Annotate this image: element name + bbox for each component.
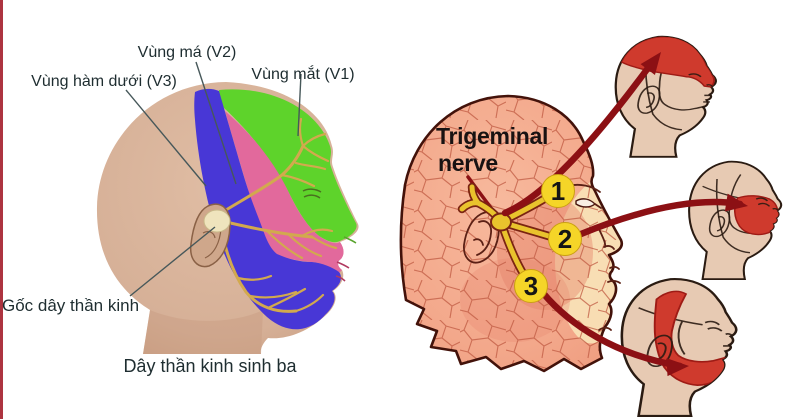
- left-caption-text: Dây thần kinh sinh ba: [123, 356, 297, 376]
- badge-1-number: 1: [551, 176, 565, 206]
- eye-detail: [302, 188, 322, 199]
- v1-pointer-line: [297, 73, 302, 137]
- v3-jaw-region: [194, 88, 341, 330]
- small-ear-icon: [646, 334, 674, 368]
- neck-shadow: [143, 310, 263, 354]
- nerve-root-pointer-line: [129, 226, 216, 297]
- nerve-root-ganglion: [203, 209, 231, 233]
- title-line1: Trigeminal: [436, 123, 548, 149]
- arrow-to-v3: [539, 289, 684, 370]
- arrowhead-v1-icon: [640, 52, 661, 75]
- big-head-face-features: [567, 183, 621, 331]
- arrow-to-v1: [501, 64, 652, 217]
- v1-eye-region: [219, 89, 357, 243]
- badge-3-number: 3: [524, 271, 538, 301]
- small-head-v3: [620, 277, 738, 418]
- right-nerve-branches: [457, 182, 557, 280]
- nerve-root-label: Gốc dây thần kinh: [2, 296, 139, 315]
- arrow-to-v2: [577, 198, 744, 238]
- right-illustration: Trigeminal nerve: [399, 35, 783, 418]
- nose-mouth-detail: [335, 261, 350, 282]
- branch-arrows: [501, 52, 748, 377]
- v2-region-label: Vùng má (V2): [138, 44, 237, 61]
- badge-3-circle: [514, 269, 548, 303]
- v1-region-label: Vùng mắt (V1): [251, 64, 354, 83]
- arrowhead-v3-icon: [666, 358, 689, 377]
- small-head-v1: [614, 35, 717, 158]
- title-line2: nerve: [438, 150, 498, 176]
- label-pointers: [125, 61, 302, 297]
- v3-pointer-line: [125, 89, 207, 187]
- arrowhead-v2-icon: [724, 193, 748, 212]
- left-edge-artifact: [0, 0, 3, 419]
- v2-pointer-line: [195, 61, 237, 185]
- small-ear-icon: [708, 209, 731, 238]
- badge-2-circle: [548, 222, 582, 256]
- badge-2-number: 2: [558, 224, 572, 254]
- nostril-detail: [343, 236, 357, 244]
- v2-cheek-region: [225, 111, 344, 273]
- left-nerve-branches: [219, 117, 338, 313]
- v3-region-label: Vùng hàm dưới (V3): [31, 73, 177, 90]
- branch-badges: 1 2 3: [514, 174, 582, 303]
- badge-1-circle: [541, 174, 575, 208]
- small-head-v2: [688, 160, 783, 281]
- left-illustration: Vùng má (V2) Vùng hàm dưới (V3) Vùng mắt…: [2, 44, 359, 376]
- small-ear-icon: [637, 85, 661, 114]
